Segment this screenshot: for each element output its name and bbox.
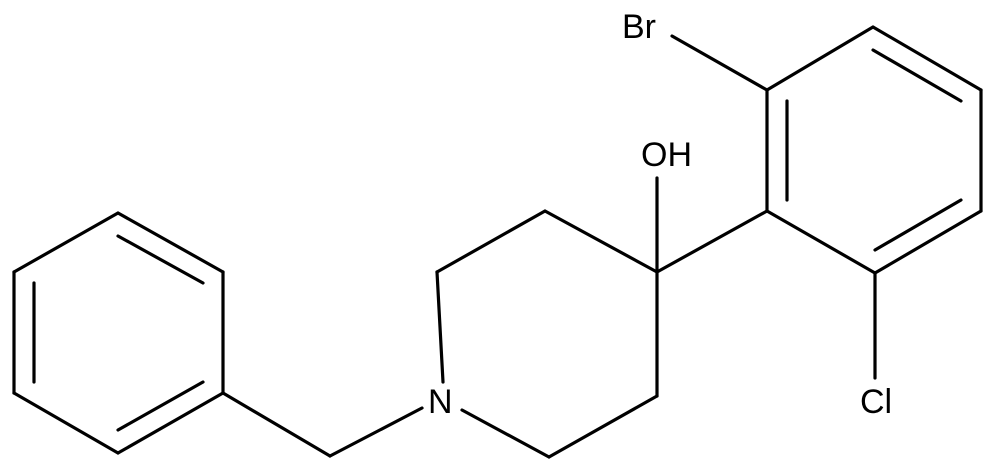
benzyl-phenyl-ring xyxy=(12,211,225,455)
bond-ar-6 xyxy=(765,209,877,275)
atom-label-oh: OH xyxy=(641,136,692,174)
bond-ar-2 xyxy=(765,25,875,92)
bond-bn-1 xyxy=(12,211,120,274)
bond-bn-4-inner xyxy=(116,380,205,432)
bond-bn-6 xyxy=(116,211,225,274)
bond-pip-3 xyxy=(543,209,659,274)
bond-ar-3 xyxy=(871,25,983,92)
bond-bn-7 xyxy=(221,391,332,458)
bond-bn-3 xyxy=(12,391,120,455)
piperidine-ring xyxy=(435,209,659,459)
bond-br-1 xyxy=(670,34,769,92)
atom-label-n: N xyxy=(428,383,453,421)
bond-ar-3-inner xyxy=(871,48,963,103)
bond-pip-1 xyxy=(435,270,445,384)
atom-label-br: Br xyxy=(622,8,656,46)
bond-pip-6 xyxy=(460,408,551,459)
halophenyl-ring xyxy=(765,25,983,275)
bond-bn-4 xyxy=(116,391,225,455)
bond-pip-2 xyxy=(435,209,547,274)
bond-ar-5-inner xyxy=(873,198,963,252)
atom-label-cl: Cl xyxy=(860,383,892,421)
bond-ar-5 xyxy=(873,209,983,275)
bond-bn-6-inner xyxy=(116,234,205,285)
bond-pip-5 xyxy=(547,394,659,459)
bond-link-1 xyxy=(655,209,769,274)
bond-bn-8 xyxy=(328,406,424,458)
